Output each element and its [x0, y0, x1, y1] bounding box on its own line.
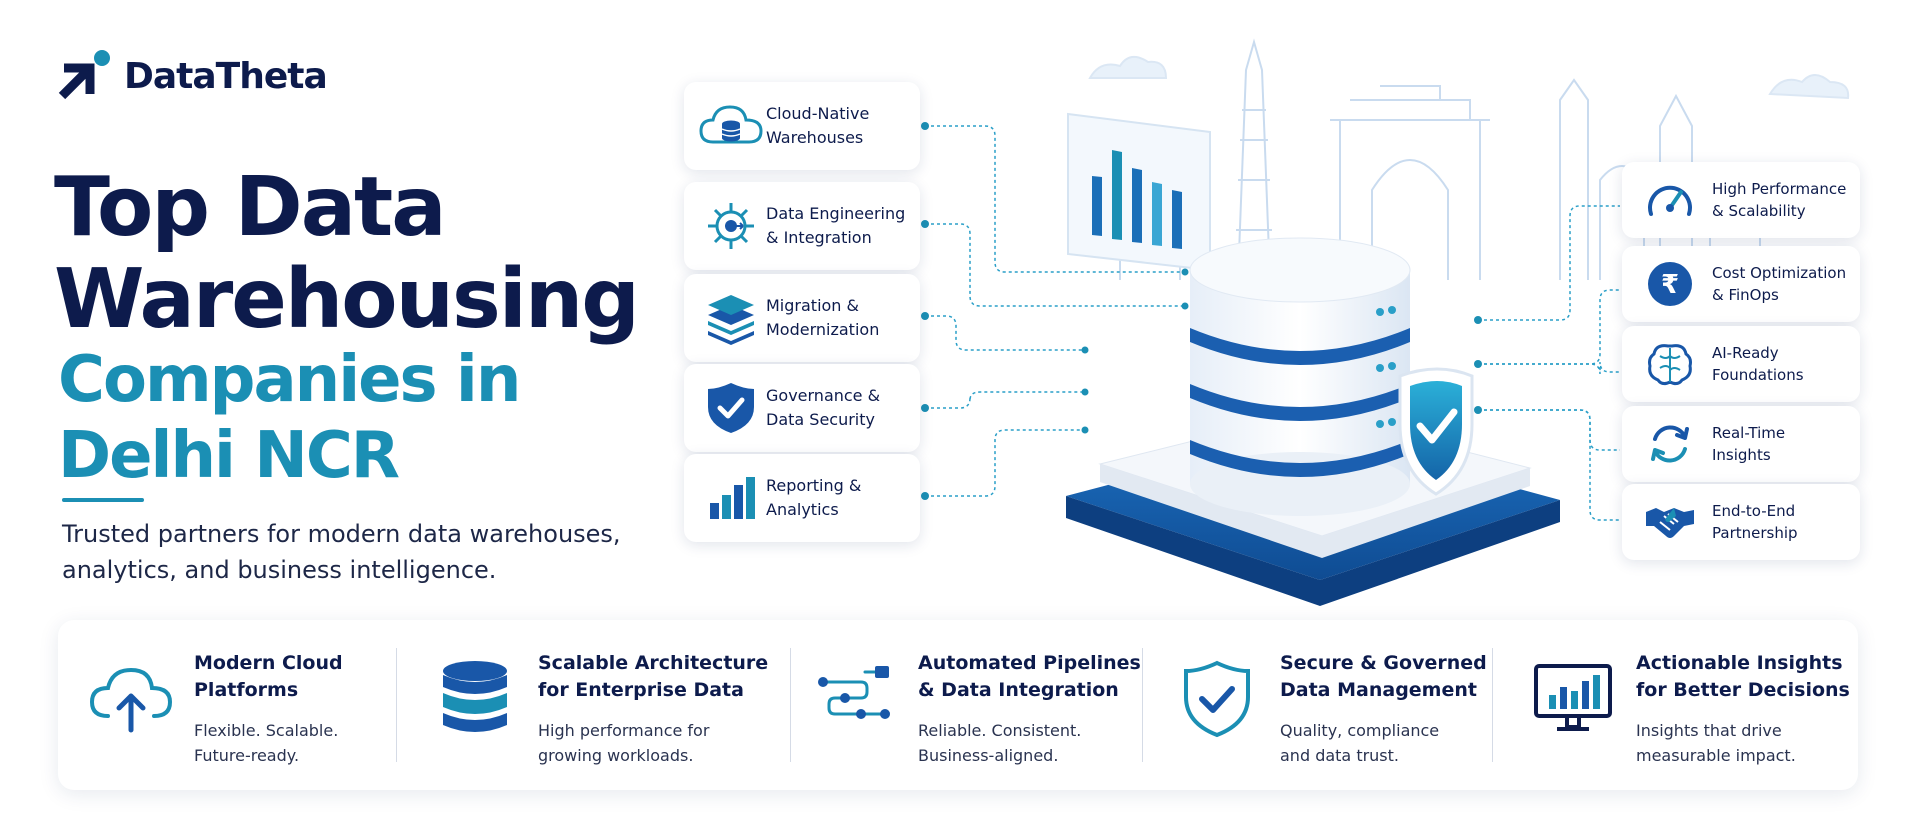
feature-title: Secure & Governed Data Management	[1280, 652, 1487, 701]
feature-desc: Insights that drive measurable impact.	[1636, 721, 1796, 765]
brand-name: DataTheta	[124, 55, 328, 97]
logo-arrow-icon	[58, 50, 110, 100]
feature-divider	[1142, 648, 1143, 762]
feature-divider	[790, 648, 791, 762]
feature-scalable-architecture: Scalable Architecture for Enterprise Dat…	[430, 620, 768, 790]
layers-icon	[696, 288, 766, 348]
benefit-label: Cost Optimization & FinOps	[1712, 264, 1847, 304]
title-underline	[62, 498, 144, 502]
feature-title: Scalable Architecture for Enterprise Dat…	[538, 652, 769, 701]
svg-text:₹: ₹	[1661, 270, 1679, 300]
feature-desc: High performance for growing workloads.	[538, 721, 710, 765]
service-label: Cloud-Native Warehouses	[766, 104, 870, 147]
rupee-icon: ₹	[1640, 256, 1700, 312]
handshake-icon	[1640, 494, 1700, 550]
service-card-governance[interactable]: Governance & Data Security	[684, 364, 920, 452]
brain-icon	[1640, 336, 1700, 392]
feature-desc: Quality, compliance and data trust.	[1280, 721, 1440, 765]
speedometer-icon	[1640, 172, 1700, 228]
benefit-label: End-to-End Partnership	[1712, 502, 1798, 542]
feature-divider	[1492, 648, 1493, 762]
cloud-database-icon	[696, 96, 766, 156]
page-title-line-2: Warehousing	[54, 252, 640, 347]
service-card-cloud-warehouses[interactable]: Cloud-Native Warehouses	[684, 82, 920, 170]
page-title-line-1: Top Data	[54, 160, 447, 255]
pipeline-icon	[810, 654, 900, 744]
benefit-label: High Performance & Scalability	[1712, 180, 1847, 220]
feature-desc: Flexible. Scalable. Future-ready.	[194, 721, 339, 765]
benefit-card-cost[interactable]: ₹ Cost Optimization & FinOps	[1622, 246, 1860, 322]
feature-divider	[396, 648, 397, 762]
gear-icon	[696, 196, 766, 256]
database-server-illustration	[1066, 237, 1560, 606]
service-card-reporting[interactable]: Reporting & Analytics	[684, 454, 920, 542]
feature-title: Actionable Insights for Better Decisions	[1636, 652, 1850, 701]
database-icon	[430, 654, 520, 744]
service-label: Migration & Modernization	[766, 296, 880, 339]
logo: DataTheta	[54, 46, 328, 106]
page-title-line-3: Companies in	[58, 343, 521, 417]
benefit-card-real-time[interactable]: Real-Time Insights	[1622, 406, 1860, 482]
service-label: Governance & Data Security	[766, 386, 881, 429]
feature-desc: Reliable. Consistent. Business-aligned.	[918, 721, 1082, 765]
monitor-chart-icon	[1528, 654, 1618, 744]
benefit-card-ai-ready[interactable]: AI-Ready Foundations	[1622, 326, 1860, 402]
service-card-migration[interactable]: Migration & Modernization	[684, 274, 920, 362]
hero-subtitle: Trusted partners for modern data warehou…	[62, 520, 621, 584]
service-label: Data Engineering & Integration	[766, 204, 906, 247]
service-label: Reporting & Analytics	[766, 476, 862, 519]
feature-automated-pipelines: Automated Pipelines & Data Integration R…	[810, 620, 1141, 790]
feature-cloud-platforms: Modern Cloud Platforms Flexible. Scalabl…	[86, 620, 343, 790]
page-title-line-4: Delhi NCR	[58, 419, 400, 493]
feature-secure-governed: Secure & Governed Data Management Qualit…	[1172, 620, 1487, 790]
cloud-upload-icon	[86, 654, 176, 744]
benefit-label: Real-Time Insights	[1712, 424, 1786, 464]
benefit-label: AI-Ready Foundations	[1712, 344, 1804, 384]
refresh-icon	[1640, 416, 1700, 472]
feature-actionable-insights: Actionable Insights for Better Decisions…	[1528, 620, 1850, 790]
shield-check-icon	[696, 378, 766, 438]
feature-title: Modern Cloud Platforms	[194, 652, 343, 701]
benefit-card-performance[interactable]: High Performance & Scalability	[1622, 162, 1860, 238]
benefit-card-partnership[interactable]: End-to-End Partnership	[1622, 484, 1860, 560]
feature-strip: Modern Cloud Platforms Flexible. Scalabl…	[58, 620, 1858, 790]
shield-check-icon	[1172, 654, 1262, 744]
service-card-data-engineering[interactable]: Data Engineering & Integration	[684, 182, 920, 270]
feature-title: Automated Pipelines & Data Integration	[918, 652, 1141, 701]
bar-chart-icon	[696, 468, 766, 528]
